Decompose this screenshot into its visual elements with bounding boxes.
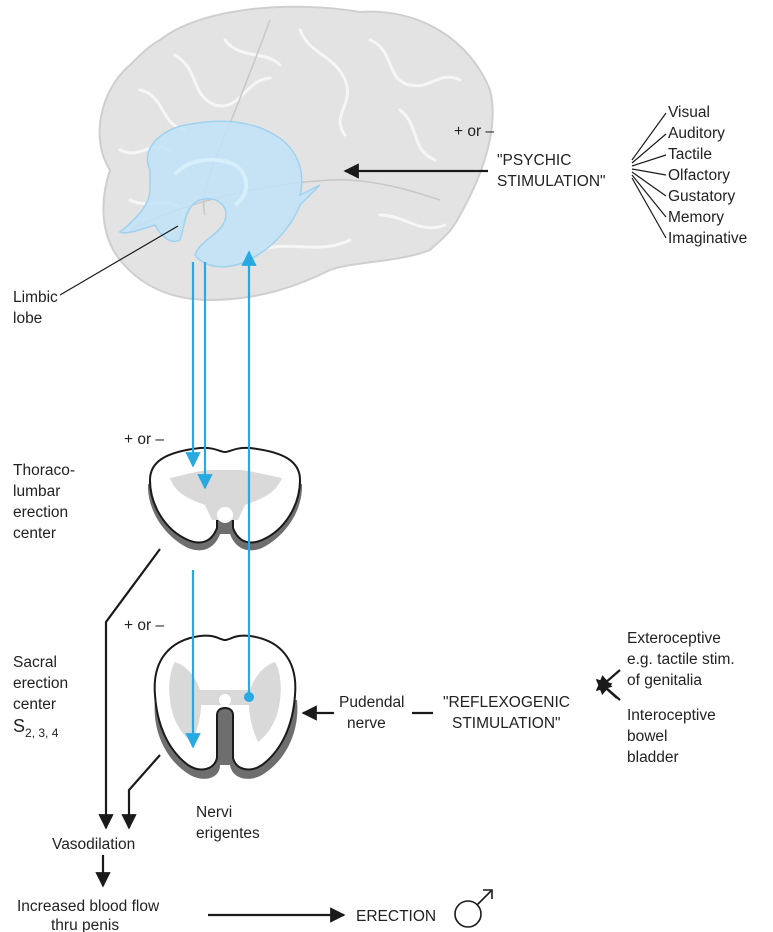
sense-auditory: Auditory — [668, 125, 725, 142]
sacral-to-vasodilation-arrow — [129, 755, 160, 828]
sense-gustatory: Gustatory — [668, 188, 735, 205]
reflexogenic-label-2: STIMULATION" — [452, 715, 561, 732]
psychic-stimulation-label-1: "PSYCHIC — [497, 152, 571, 169]
interoceptive-label-1: Interoceptive — [627, 707, 716, 724]
interoceptive-label-2: bowel — [627, 728, 668, 745]
sense-fan-lines — [632, 113, 666, 238]
sacral-label-1: Sacral — [13, 654, 57, 671]
blood-flow-label-1: Increased blood flow — [17, 898, 160, 915]
limbic-lobe-label-1: Limbic — [13, 289, 58, 306]
sense-visual: Visual — [668, 104, 710, 121]
sacral-segment-label: S2, 3, 4 — [13, 716, 59, 740]
sacral-label-3: center — [13, 696, 56, 713]
interoceptive-label-3: bladder — [627, 749, 679, 766]
pudendal-nerve-label-1: Pudendal — [339, 694, 405, 711]
brain — [100, 7, 493, 300]
sense-tactile: Tactile — [668, 146, 712, 163]
sacral-modulation-label: + or – — [124, 617, 164, 634]
sacral-label-2: erection — [13, 675, 68, 692]
blood-flow-label-2: thru penis — [51, 917, 119, 932]
male-symbol-icon — [455, 890, 492, 927]
erection-label: ERECTION — [356, 908, 436, 925]
thoracolumbar-label-1: Thoraco- — [13, 462, 75, 479]
thoracolumbar-label-2: lumbar — [13, 483, 60, 500]
reflexogenic-label-1: "REFLEXOGENIC — [443, 694, 570, 711]
exteroceptive-label-2: e.g. tactile stim. — [627, 651, 735, 668]
sense-memory: Memory — [668, 209, 724, 226]
exteroceptive-arrow — [597, 670, 620, 690]
brain-modulation-label: + or – — [454, 123, 494, 140]
limbic-lobe-label-2: lobe — [13, 310, 42, 327]
nervi-erigentes-label-1: Nervi — [196, 804, 232, 821]
thoracolumbar-modulation-label: + or – — [124, 431, 164, 448]
thoracolumbar-label-3: erection — [13, 504, 68, 521]
exteroceptive-label-1: Exteroceptive — [627, 630, 721, 647]
sense-imaginative: Imaginative — [668, 230, 747, 247]
nervi-erigentes-label-2: erigentes — [196, 825, 260, 842]
sacral-cord-section — [155, 636, 298, 779]
thoracolumbar-label-4: center — [13, 525, 56, 542]
exteroceptive-label-3: of genitalia — [627, 672, 702, 689]
vasodilation-label: Vasodilation — [52, 836, 135, 853]
sense-olfactory: Olfactory — [668, 167, 730, 184]
thoracolumbar-cord-section — [148, 448, 302, 550]
psychic-stimulation-label-2: STIMULATION" — [497, 173, 606, 190]
pudendal-nerve-label-2: nerve — [347, 715, 386, 732]
